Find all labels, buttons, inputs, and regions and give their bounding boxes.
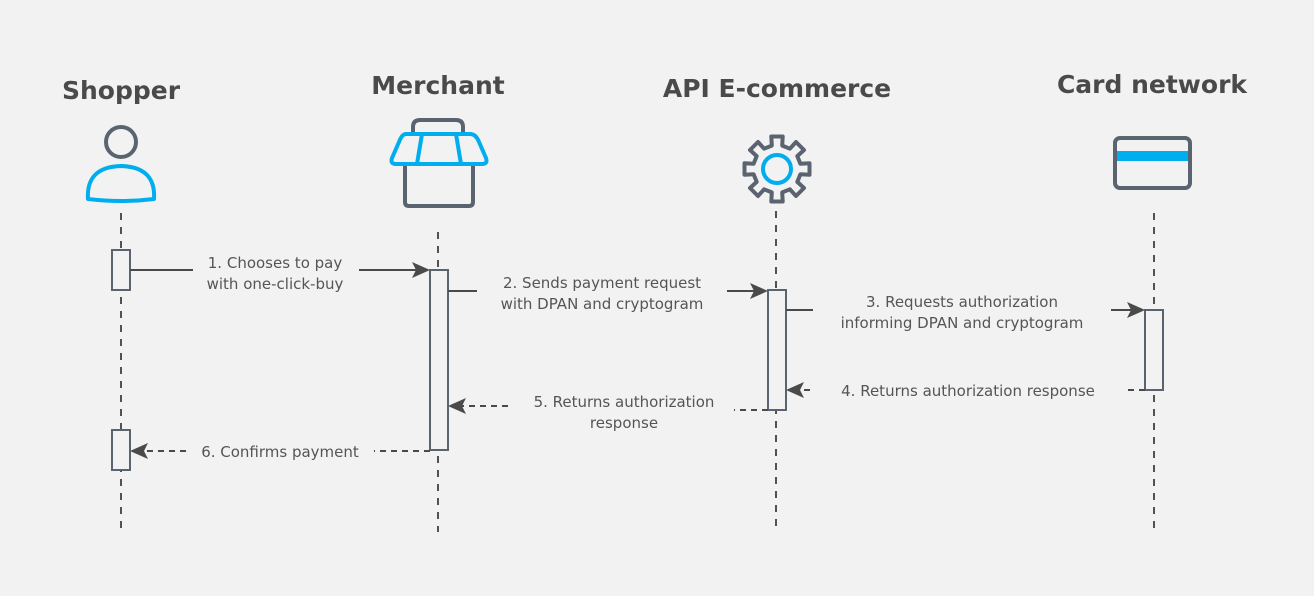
message-2-label-line-2: with DPAN and cryptogram (501, 295, 704, 313)
actor-title-api: API E-commerce (663, 74, 891, 103)
activation-merchant (429, 269, 449, 451)
message-1-label-line-2: with one-click-buy (207, 275, 344, 293)
message-2-label-line-1: 2. Sends payment request (503, 274, 701, 292)
activation-shopper-2 (111, 429, 131, 471)
arrowhead-icon (1127, 302, 1145, 318)
message-4: 4. Returns authorization response (786, 382, 1145, 400)
message-3: 3. Requests authorization informing DPAN… (786, 293, 1145, 332)
message-3-label-line-2: informing DPAN and cryptogram (841, 314, 1084, 332)
credit-card-icon (1113, 136, 1192, 190)
arrowhead-icon (448, 398, 466, 414)
message-6-label-line-1: 6. Confirms payment (201, 443, 359, 461)
actor-title-shopper: Shopper (62, 76, 181, 105)
arrowhead-icon (130, 443, 148, 459)
user-icon (85, 125, 157, 203)
activation-card (1144, 309, 1164, 391)
message-5-label-line-1: 5. Returns authorization (534, 393, 715, 411)
message-1: 1. Chooses to pay with one-click-buy (130, 254, 430, 293)
arrowhead-icon (412, 262, 430, 278)
actor-title-merchant: Merchant (371, 71, 504, 100)
message-5-label-line-2: response (590, 414, 658, 432)
activation-api (767, 289, 787, 411)
message-3-label-line-1: 3. Requests authorization (866, 293, 1058, 311)
message-5: 5. Returns authorization response (448, 393, 768, 432)
message-2: 2. Sends payment request with DPAN and c… (448, 274, 768, 313)
gear-icon (742, 134, 812, 204)
message-1-label-line-1: 1. Chooses to pay (208, 254, 343, 272)
actor-title-card: Card network (1057, 70, 1248, 99)
message-4-label-line-1: 4. Returns authorization response (841, 382, 1095, 400)
message-6: 6. Confirms payment (130, 443, 430, 461)
store-icon (389, 118, 489, 208)
arrowhead-icon (750, 283, 768, 299)
arrowhead-icon (786, 382, 804, 398)
activation-shopper-1 (111, 249, 131, 291)
